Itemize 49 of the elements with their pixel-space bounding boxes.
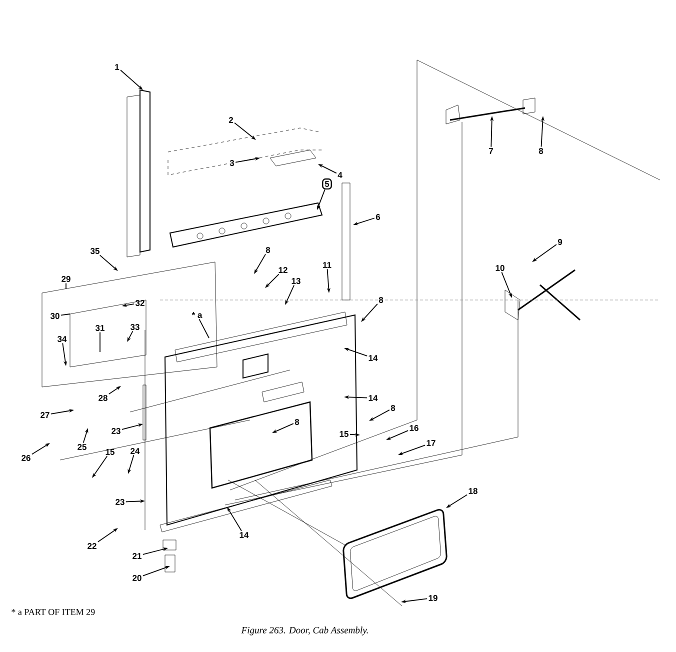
callout-number: 21 [132,553,142,559]
callout-number: 35 [90,248,100,254]
callout-number: 7 [489,148,493,154]
callout-number: 22 [88,543,96,549]
callout-number: 16 [410,425,418,431]
callout-number: 29 [62,276,70,282]
callout-number: 14 [368,355,378,361]
shield-callout: 5 [322,178,332,190]
leader-line [198,318,210,338]
callout-number: 8 [378,297,384,303]
callout-number: 12 [278,267,288,273]
leader-line [60,314,70,316]
callout-number: 8 [390,405,396,411]
callout-number: 31 [95,324,104,331]
callout-number: 2 [228,117,234,123]
callout-number: 3 [230,160,234,166]
callout-number: 34 [57,336,67,342]
callout-number: 14 [368,395,378,401]
callout-number: 15 [340,431,348,437]
callout-number: 19 [428,595,438,601]
callout-number: 25 [78,444,86,450]
callout-number: 11 [323,262,332,268]
callout-number: 17 [426,440,436,446]
callout-number: 13 [292,278,300,284]
callout-number: 28 [98,395,108,401]
callout-number: 32 [135,300,144,306]
callout-number: 8 [538,148,544,154]
callout-number: 26 [22,455,30,461]
callout-number: 30 [50,312,60,319]
leader-line [265,274,280,288]
callout-number: 24 [130,448,140,454]
callout-number: 23 [112,428,120,434]
figure-caption: Figure 263. Door, Cab Assembly. [241,626,368,636]
callout-number: 1 [115,64,120,70]
callout-number: 27 [40,412,50,418]
callout-number: 8 [266,247,270,253]
callout-number: 4 [338,172,342,178]
callout-number: 33 [130,324,140,330]
callout-number: 8 [294,419,300,425]
callout-number: 20 [132,575,142,581]
callout-number: 14 [240,532,249,538]
callout-number: 10 [496,265,504,271]
callout-number: 23 [116,499,124,505]
callout-number: 9 [558,239,562,245]
callout-number: 6 [376,214,380,220]
callout-number: 15 [106,449,114,455]
callout-number: 18 [468,488,478,494]
callout-number: * a [192,312,202,318]
note: * a PART OF ITEM 29 [12,608,95,616]
